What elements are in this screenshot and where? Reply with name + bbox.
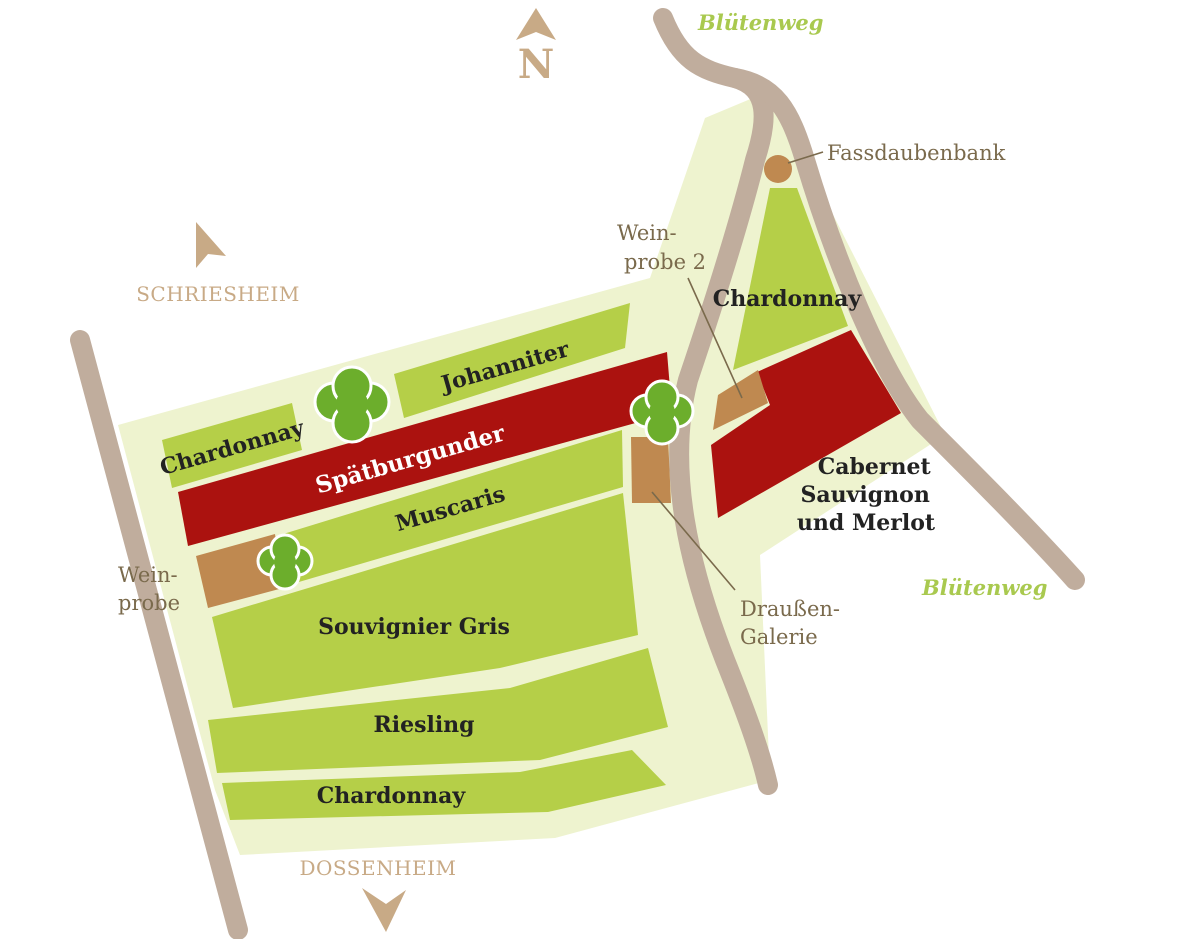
- weinprobe-2-station[interactable]: [713, 370, 768, 430]
- label-weinprobe: Wein- probe: [118, 563, 184, 615]
- path-bluetenweg-top: Blütenweg: [697, 10, 823, 35]
- label-fassdaubenbank: Fassdaubenbank: [827, 141, 1006, 165]
- town-dossenheim: DOSSENHEIM: [299, 856, 456, 880]
- draussen-galerie-station[interactable]: [631, 437, 671, 503]
- label-weinprobe-line-2: probe: [118, 591, 180, 615]
- plot-chardonnay-left: [162, 403, 302, 488]
- leader-draussen-galerie: [651, 491, 736, 591]
- left-road: [70, 330, 248, 939]
- leader-weinprobe-2: [687, 277, 743, 399]
- label-weinprobe-2-line-1: Wein-: [617, 221, 677, 245]
- label-draussen-galerie-line-2: Galerie: [740, 625, 818, 649]
- label-draussen-galerie-line-1: Draußen-: [740, 597, 840, 621]
- plot-riesling: [208, 648, 668, 773]
- plot-muscaris: [280, 430, 623, 584]
- plot-spaetburgunder[interactable]: [178, 352, 672, 546]
- plot-souvignier-gris: [212, 493, 638, 708]
- path-bluetenweg-right: Blütenweg: [921, 575, 1047, 600]
- label-weinprobe-2-line-2: probe 2: [624, 250, 706, 274]
- label-weinprobe-line-1: Wein-: [118, 563, 178, 587]
- schriesheim-arrow-icon: [196, 222, 226, 268]
- label-cabernet-line-1: Cabernet: [818, 454, 932, 480]
- plot-johanniter: [394, 303, 630, 418]
- town-schriesheim: SCHRIESHEIM: [136, 282, 300, 306]
- tree-icon: [256, 533, 314, 591]
- label-riesling: Riesling: [373, 712, 474, 738]
- label-cabernet-line-3: und Merlot: [797, 510, 936, 536]
- leader-fassdaubenbank: [787, 151, 824, 164]
- label-chardonnay-right: Chardonnay: [713, 286, 863, 312]
- plot-chardonnay-right: [733, 188, 848, 370]
- label-cabernet: Cabernet Sauvignon und Merlot: [797, 454, 938, 536]
- north-label: N: [518, 41, 555, 88]
- right-road: [725, 68, 1085, 590]
- fassdaubenbank-marker[interactable]: [764, 155, 792, 183]
- label-cabernet-line-2: Sauvignon: [801, 482, 930, 508]
- tree-icon: [629, 379, 695, 446]
- north-arrow-icon: [516, 8, 556, 40]
- plot-cabernet-merlot: [711, 330, 901, 518]
- label-draussen-galerie: Draußen- Galerie: [740, 597, 847, 649]
- dossenheim-arrow-icon: [362, 888, 406, 932]
- tree-icon: [313, 365, 391, 444]
- label-souvignier-gris: Souvignier Gris: [318, 614, 510, 640]
- label-chardonnay-bottom: Chardonnay: [317, 783, 467, 809]
- label-weinprobe-2: Wein- probe 2: [617, 221, 706, 274]
- plot-chardonnay-bottom: [222, 750, 666, 820]
